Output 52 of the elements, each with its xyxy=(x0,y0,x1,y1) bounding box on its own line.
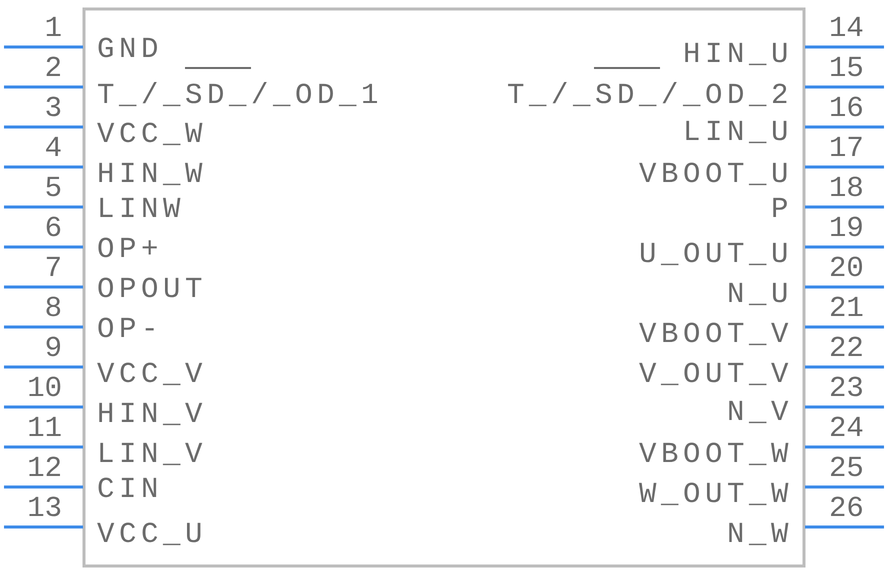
pin-number: 22 xyxy=(829,334,864,364)
pin-number: 9 xyxy=(44,334,62,364)
pin-name: W_OUT_W xyxy=(638,480,793,510)
pin-number: 4 xyxy=(44,134,62,164)
pin-name: GND xyxy=(97,35,164,65)
pin-name: N_V xyxy=(726,398,793,428)
pin-number: 26 xyxy=(829,494,864,524)
pin-name: VCC_U xyxy=(97,520,208,550)
pin-name: LIN_U xyxy=(682,118,793,148)
pin-number: 2 xyxy=(44,54,62,84)
pin-name: VBOOT_U xyxy=(638,160,793,190)
pin-number: 15 xyxy=(829,54,864,84)
pin-number: 1 xyxy=(44,14,62,44)
pin-name: U_OUT_U xyxy=(638,240,793,270)
pin-number: 3 xyxy=(44,94,62,124)
pin-name: CIN xyxy=(97,475,164,505)
pin-name: T_/_SD_/_OD_1 xyxy=(97,81,384,111)
pin-name: OP+ xyxy=(97,235,164,265)
pin-name: N_W xyxy=(726,520,793,550)
pin-number: 16 xyxy=(829,94,864,124)
pin-number: 25 xyxy=(829,454,864,484)
pin-name: P xyxy=(770,195,793,225)
pin-number: 20 xyxy=(829,254,864,284)
pin-number: 19 xyxy=(829,214,864,244)
pin-name: HIN_U xyxy=(682,40,793,70)
pin-number: 21 xyxy=(829,294,864,324)
pin-number: 14 xyxy=(829,14,864,44)
pin-number: 17 xyxy=(829,134,864,164)
pin-name: VCC_V xyxy=(97,360,208,390)
pin-name: V_OUT_V xyxy=(638,360,793,390)
pin-number: 18 xyxy=(829,174,864,204)
pin-name: HIN_V xyxy=(97,400,208,430)
pin-number: 5 xyxy=(44,174,62,204)
pin-number: 10 xyxy=(27,374,62,404)
pin-number: 24 xyxy=(829,414,864,444)
pin-name: VCC_W xyxy=(97,120,208,150)
pin-name: HIN_W xyxy=(97,160,208,190)
pin-number: 6 xyxy=(44,214,62,244)
pin-name: LIN_V xyxy=(97,440,208,470)
pin-name: VBOOT_V xyxy=(638,320,793,350)
pin-name: LINW xyxy=(97,195,186,225)
pin-name: OPOUT xyxy=(97,275,208,305)
pin-number: 13 xyxy=(27,494,62,524)
pin-number: 11 xyxy=(27,414,62,444)
pin-number: 12 xyxy=(27,454,62,484)
pin-name: OP- xyxy=(97,315,164,345)
pin-name: T_/_SD_/_OD_2 xyxy=(506,81,793,111)
pin-name: VBOOT_W xyxy=(638,440,793,470)
pin-number: 8 xyxy=(44,294,62,324)
pin-name: N_U xyxy=(726,280,793,310)
pin-number: 23 xyxy=(829,374,864,404)
pin-number: 7 xyxy=(44,254,62,284)
